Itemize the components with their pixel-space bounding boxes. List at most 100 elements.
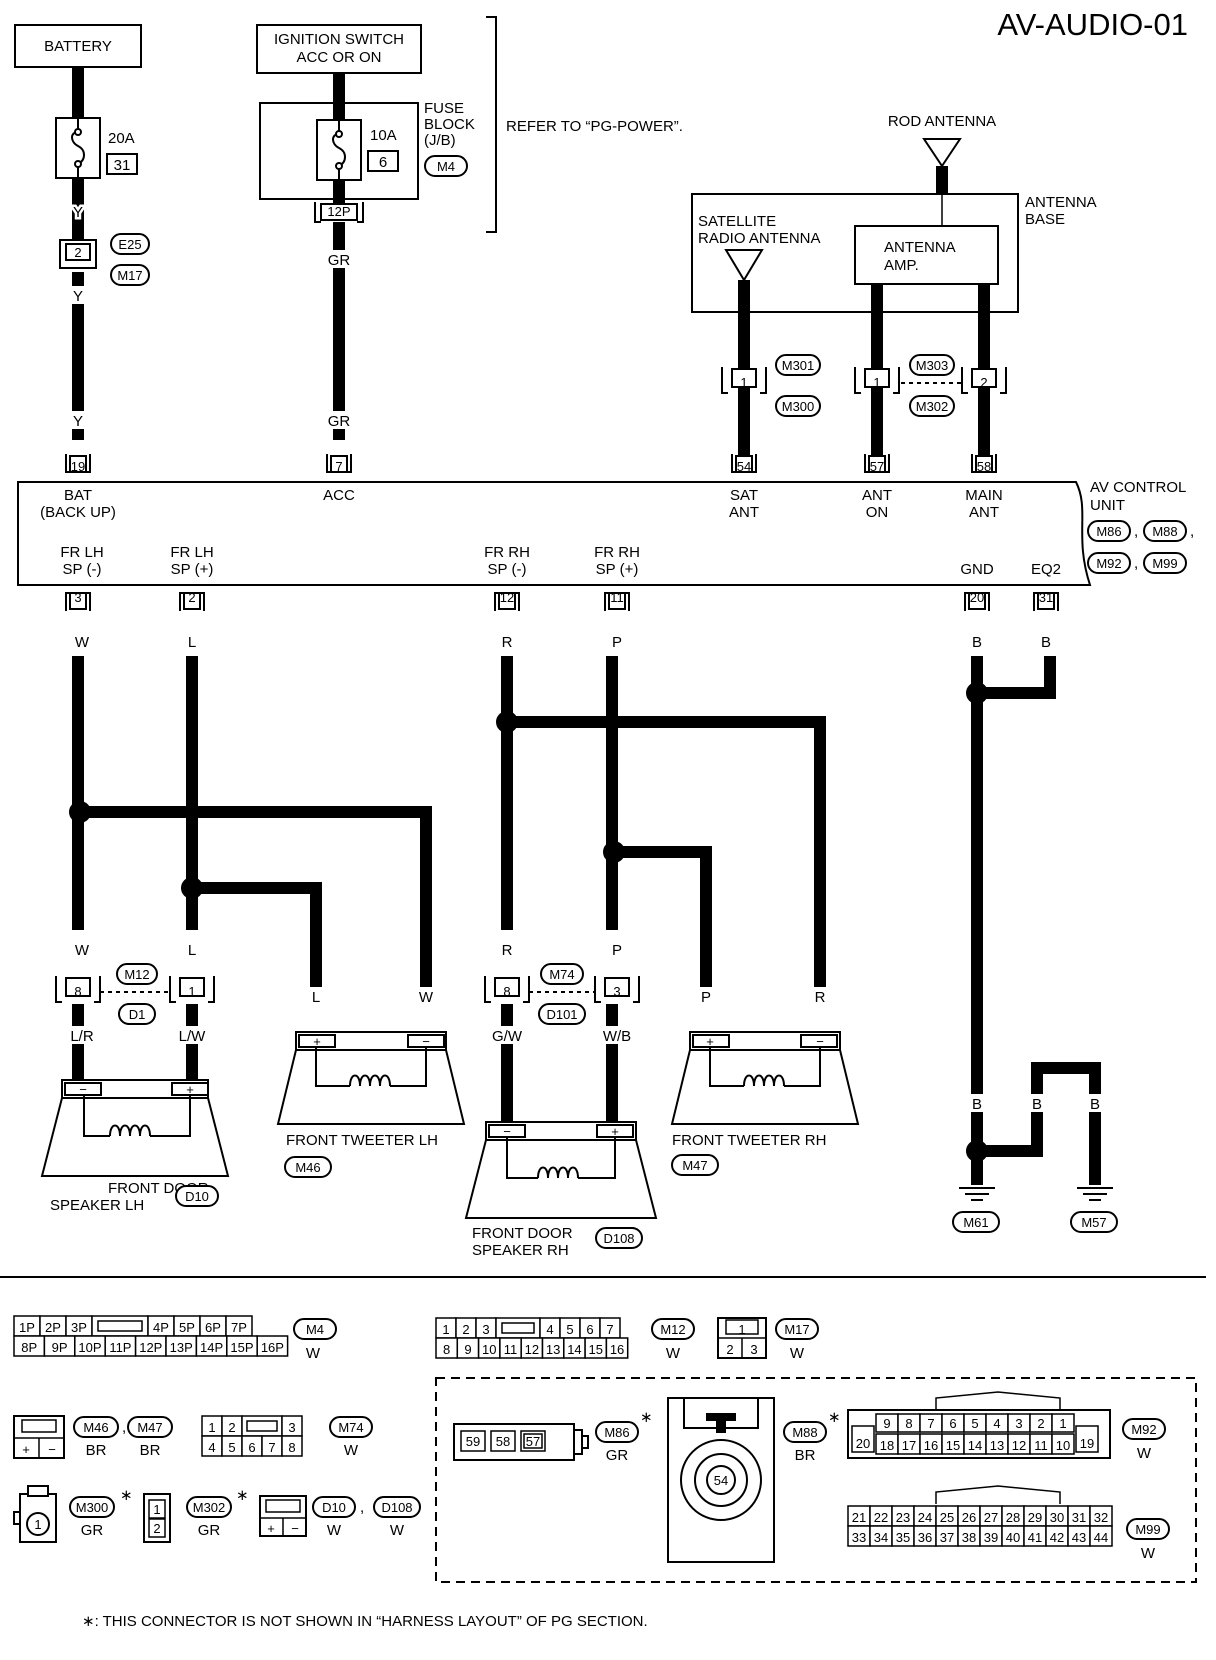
svg-text:,: , <box>122 1419 126 1436</box>
legend-m92-pin: 1 <box>1059 1416 1066 1431</box>
legend-m99-pin: 36 <box>918 1530 932 1545</box>
legend-m92-pin: 4 <box>993 1416 1000 1431</box>
legend-m4-cell <box>256 1335 289 1357</box>
ground-symbol-m61 <box>959 1187 995 1201</box>
legend-m17-pin: 3 <box>750 1342 757 1357</box>
legend-m86-pin: 58 <box>496 1434 510 1449</box>
legend-m99-pin: 29 <box>1028 1510 1042 1525</box>
wire-lw-label: L/W <box>179 1028 207 1045</box>
ignition-label-1: IGNITION SWITCH <box>274 31 404 48</box>
legend-m12-pin: 2 <box>462 1322 469 1337</box>
rod-antenna-icon <box>922 138 962 168</box>
legend-m74-cell <box>281 1435 303 1457</box>
wire-p-label-2: P <box>612 942 622 959</box>
legend-m4-tag: M4 <box>306 1322 324 1337</box>
legend-m4-pin: 4P <box>153 1320 169 1335</box>
ant-on-label: ANT <box>862 487 892 504</box>
legend-m92-pin: 5 <box>971 1416 978 1431</box>
legend-m46-minus: − <box>48 1442 56 1457</box>
legend-m46-color: BR <box>86 1442 107 1459</box>
wire-b-label-4: B <box>1032 1096 1042 1113</box>
legend-m17-pin: 1 <box>738 1322 745 1337</box>
pin-3: 3 <box>74 590 81 605</box>
legend-m46-plus: + <box>22 1442 30 1457</box>
pin-2: 2 <box>74 245 81 260</box>
legend-m92-pin: 11 <box>1034 1438 1048 1453</box>
legend-m4-pin: 2P <box>45 1320 61 1335</box>
tw-lh-minus: − <box>422 1034 430 1049</box>
wire-y-label: Y <box>73 204 83 221</box>
legend-m92-pin: 20 <box>856 1436 870 1451</box>
conn-m61: M61 <box>963 1215 988 1230</box>
legend-m17-tag: M17 <box>784 1322 809 1337</box>
legend-m4-pin: 6P <box>205 1320 221 1335</box>
legend-m12-pin: 6 <box>586 1322 593 1337</box>
legend-m74-pin: 4 <box>208 1440 215 1455</box>
legend-m12-pin: 15 <box>589 1342 603 1357</box>
wire-r-label: R <box>502 634 513 651</box>
legend-m74-pin: 5 <box>228 1440 235 1455</box>
wire-r-label-2: R <box>502 942 513 959</box>
wire-r-label-3: R <box>815 989 826 1006</box>
frlh-minus-label: FR LH <box>60 544 103 561</box>
legend-m99-pin: 37 <box>940 1530 954 1545</box>
legend-m99-pin: 30 <box>1050 1510 1064 1525</box>
legend-m92-pin: 10 <box>1056 1438 1070 1453</box>
legend-m92-cell <box>851 1425 875 1453</box>
pin-11: 11 <box>610 590 624 605</box>
legend-d108-color: W <box>390 1522 405 1539</box>
legend-m12-pin: 8 <box>443 1342 450 1357</box>
pin-1-ant: 1 <box>873 375 880 390</box>
legend-m99-pin: 34 <box>874 1530 888 1545</box>
pin-3-rh: 3 <box>613 984 620 999</box>
legend-d10-tag: D10 <box>322 1500 346 1515</box>
legend-m99-pin: 27 <box>984 1510 998 1525</box>
tw-rh-plus: + <box>706 1034 714 1049</box>
fuse-20a-number: 31 <box>114 157 131 174</box>
main-ant-label-2: ANT <box>969 504 999 521</box>
spk-rh-minus: − <box>503 1124 511 1139</box>
legend-m99-pin: 32 <box>1094 1510 1108 1525</box>
legend-m99-pin: 39 <box>984 1530 998 1545</box>
front-door-speaker-lh <box>40 1079 230 1177</box>
legend-m99-pin: 42 <box>1050 1530 1064 1545</box>
legend-m74-pin: 2 <box>228 1420 235 1435</box>
svg-text:,: , <box>1134 523 1138 540</box>
conn-m99: M99 <box>1152 556 1177 571</box>
pin-7: 7 <box>335 459 342 474</box>
legend-d10-d108 <box>259 1495 307 1537</box>
wire-y-label-2: Y <box>73 288 83 305</box>
fuse-block-label-2: BLOCK <box>424 116 475 133</box>
legend-m92-pin: 7 <box>927 1416 934 1431</box>
legend-m4-pin: 10P <box>78 1340 101 1355</box>
gnd-label: GND <box>960 561 994 578</box>
wire-y-label-bg: Y <box>73 204 83 221</box>
not-shown-region <box>435 1377 1197 1583</box>
legend-m74-pin: 6 <box>248 1440 255 1455</box>
fuse-10a-number: 6 <box>379 154 387 171</box>
front-tweeter-rh-label: FRONT TWEETER RH <box>672 1132 826 1149</box>
legend-m92-pin: 19 <box>1080 1436 1094 1451</box>
legend-m4-pin: 14P <box>200 1340 223 1355</box>
legend-m300-tag: M300 <box>76 1500 109 1515</box>
legend-m92-pin: 2 <box>1037 1416 1044 1431</box>
legend-m86-star: ∗ <box>640 1409 653 1426</box>
sat-ant-label-2: ANT <box>729 504 759 521</box>
legend-m17 <box>717 1317 767 1359</box>
sat-radio-label-1: SATELLITE <box>698 213 776 230</box>
legend-d108-tag: D108 <box>381 1500 412 1515</box>
legend-m92-pin: 17 <box>902 1438 916 1453</box>
antenna-base-label-2: BASE <box>1025 211 1065 228</box>
front-tweeter-rh <box>670 1031 860 1125</box>
conn-m303: M303 <box>916 358 949 373</box>
legend-m92-pin: 13 <box>990 1438 1004 1453</box>
legend-m4-pin: 15P <box>230 1340 253 1355</box>
pin-54: 54 <box>737 459 751 474</box>
fuse-block-label-3: (J/B) <box>424 132 456 149</box>
spk-lh-minus: − <box>79 1082 87 1097</box>
conn-m74: M74 <box>549 967 574 982</box>
wire-b-label: B <box>972 634 982 651</box>
legend-m92-color: W <box>1137 1445 1152 1462</box>
legend-m302 <box>143 1493 171 1543</box>
